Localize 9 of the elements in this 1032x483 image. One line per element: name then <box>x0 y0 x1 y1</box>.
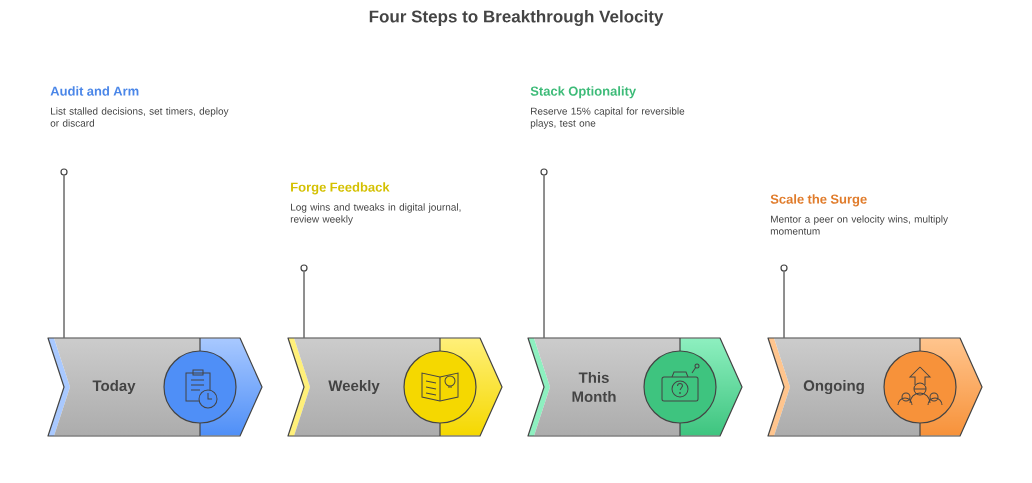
leader-line <box>543 174 545 339</box>
step-description: Stack Optionality Reserve 15% capital for reversible plays, test one <box>530 86 685 129</box>
step-description: Scale the Surge Mentor a peer on velocity wins, multiply momentum <box>770 194 948 235</box>
title: Four Steps to Breakthrough Velocity <box>369 10 664 26</box>
step-description: Audit and Arm List stalled decisions, set timers, deploy or discard <box>50 86 229 127</box>
leader-line <box>63 174 65 339</box>
step-description: Forge Feedback Log wins and tweaks in digital journal, review weekly <box>290 182 461 225</box>
leader-line <box>783 270 785 339</box>
leader-line <box>303 270 305 339</box>
